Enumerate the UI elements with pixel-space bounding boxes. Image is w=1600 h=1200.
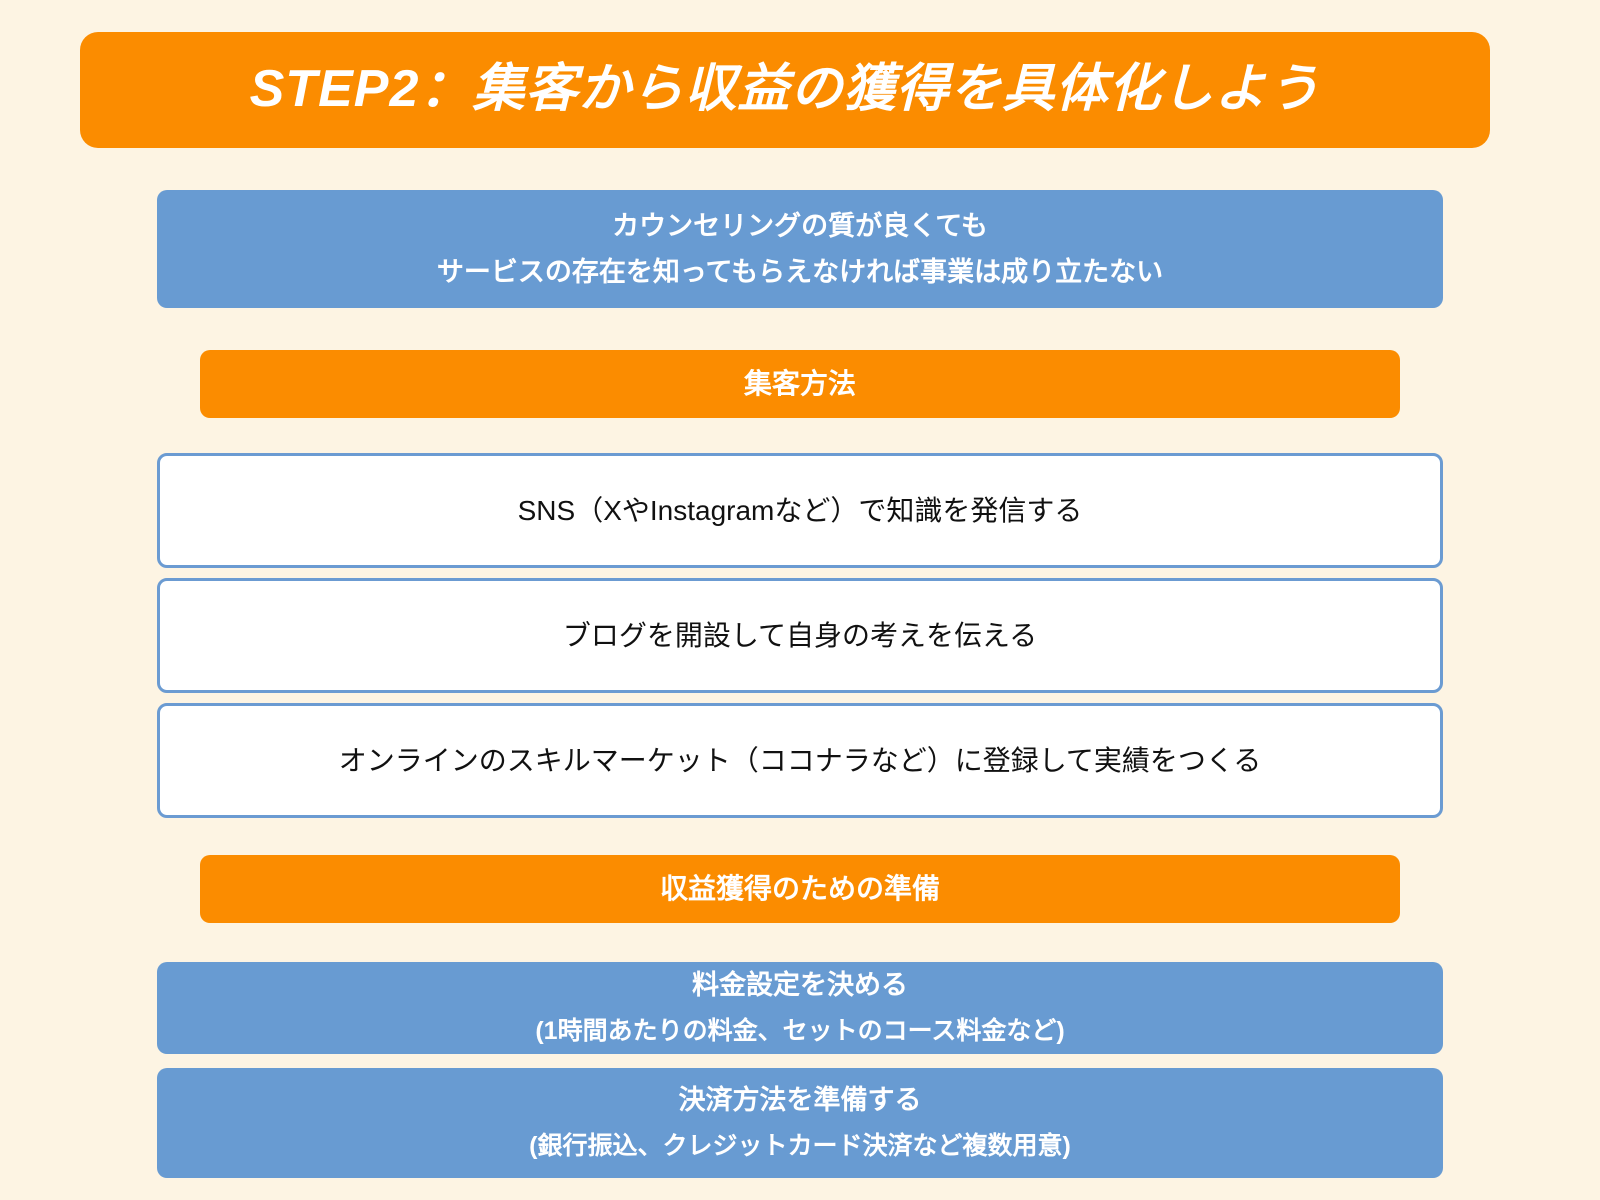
section-header-acquisition: 集客方法: [200, 350, 1400, 418]
revenue-prep-item-1-note: (1時間あたりの料金、セットのコース料金など): [535, 1017, 1065, 1045]
acquisition-item-2-label: ブログを開設して自身の考えを伝える: [562, 619, 1038, 651]
revenue-prep-item-1: 料金設定を決める (1時間あたりの料金、セットのコース料金など): [157, 962, 1443, 1054]
acquisition-item-2: ブログを開設して自身の考えを伝える: [157, 578, 1443, 693]
revenue-prep-item-2-label: 決済方法を準備する: [678, 1085, 922, 1115]
revenue-prep-item-2-note: (銀行振込、クレジットカード決済など複数用意): [529, 1132, 1071, 1160]
section-header-label: 収益獲得のための準備: [659, 873, 940, 904]
acquisition-item-3: オンラインのスキルマーケット（ココナラなど）に登録して実績をつくる: [157, 703, 1443, 818]
page-title: STEP2：集客から収益の獲得を具体化しよう: [249, 60, 1321, 119]
acquisition-item-3-label: オンラインのスキルマーケット（ココナラなど）に登録して実績をつくる: [338, 744, 1262, 776]
title-banner: STEP2：集客から収益の獲得を具体化しよう: [80, 32, 1490, 148]
statement-box: カウンセリングの質が良くても サービスの存在を知ってもらえなければ事業は成り立た…: [157, 190, 1443, 308]
acquisition-item-1: SNS（XやInstagramなど）で知識を発信する: [157, 453, 1443, 568]
statement-line-1: カウンセリングの質が良くても: [612, 211, 988, 241]
revenue-prep-item-2: 決済方法を準備する (銀行振込、クレジットカード決済など複数用意): [157, 1068, 1443, 1178]
section-header-label: 集客方法: [743, 368, 856, 399]
section-header-revenue-prep: 収益獲得のための準備: [200, 855, 1400, 923]
revenue-prep-item-1-label: 料金設定を決める: [692, 970, 908, 1000]
acquisition-item-1-label: SNS（XやInstagramなど）で知識を発信する: [517, 494, 1083, 526]
statement-line-2: サービスの存在を知ってもらえなければ事業は成り立たない: [436, 257, 1164, 287]
